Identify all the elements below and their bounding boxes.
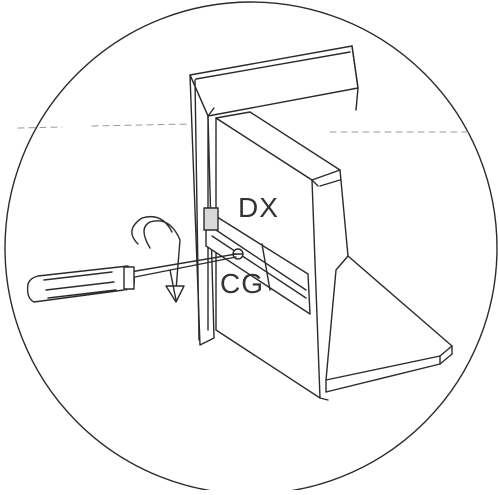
label-dx: DX <box>238 192 279 223</box>
rail-bracket <box>203 207 311 315</box>
rotate-arrow-icon <box>131 215 185 303</box>
background-dashes <box>17 123 471 133</box>
base-plate <box>325 255 453 393</box>
label-cg: CG <box>220 268 264 299</box>
screwdriver-icon <box>26 253 237 303</box>
wall-frame <box>189 45 359 346</box>
